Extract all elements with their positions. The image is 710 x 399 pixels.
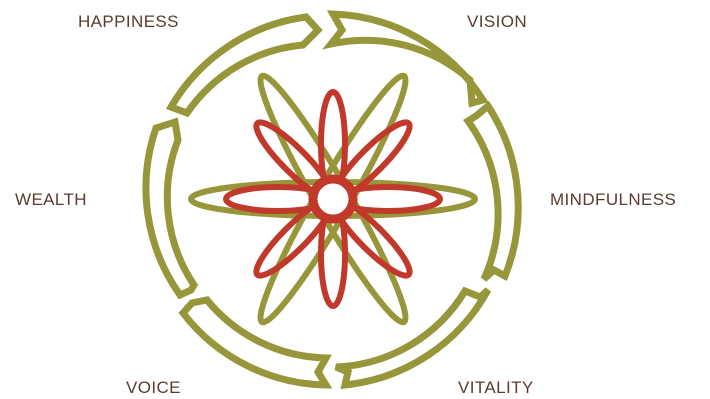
flower-center xyxy=(313,179,353,219)
ring-segment-wealth xyxy=(146,122,194,295)
ring-segment-voice xyxy=(183,300,326,385)
label-voice: VOICE xyxy=(126,378,181,398)
ring-segment-happiness xyxy=(171,17,318,113)
label-mindfulness: MINDFULNESS xyxy=(550,190,676,210)
ring-segment-vision xyxy=(331,14,483,103)
label-vision: VISION xyxy=(467,12,527,32)
flower-icon xyxy=(191,68,475,331)
label-wealth: WEALTH xyxy=(15,190,87,210)
ring-segment-mindfulness xyxy=(468,106,518,279)
label-happiness: HAPPINESS xyxy=(78,12,179,32)
ring-segment-vitality xyxy=(336,290,488,385)
label-vitality: VITALITY xyxy=(458,378,534,398)
